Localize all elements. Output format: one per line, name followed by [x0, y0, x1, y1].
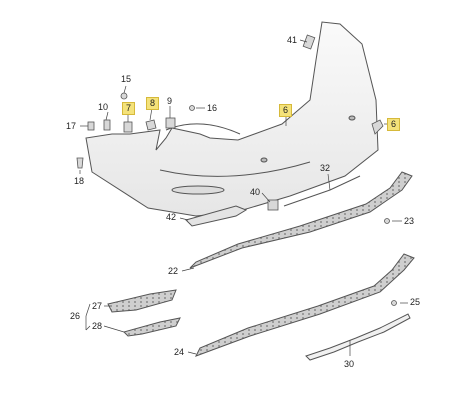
callout-30: 30	[344, 359, 355, 369]
part-27-trim	[107, 289, 177, 313]
part-6-bracket	[371, 119, 384, 135]
part-41-bracket	[302, 34, 316, 50]
part-40-sensor	[267, 199, 279, 211]
part-24-diffuser	[194, 253, 415, 357]
part-9-clip	[165, 117, 176, 129]
callout-23: 23	[404, 216, 415, 226]
rear-bumper-cover	[85, 21, 379, 217]
part-28-trim	[123, 317, 181, 337]
part-22-diffuser	[189, 171, 413, 269]
part-17-clip	[87, 121, 95, 131]
callout-8: 8	[146, 97, 160, 110]
part-42-trim	[185, 205, 248, 227]
part-15-nut	[120, 92, 128, 100]
callout-9: 9	[167, 96, 173, 106]
callout-32: 32	[320, 163, 331, 173]
callout-16: 16	[207, 103, 218, 113]
part-8-bracket	[145, 119, 157, 131]
callout-22: 22	[168, 266, 179, 276]
callout-42: 42	[166, 212, 177, 222]
callout-10: 10	[98, 102, 109, 112]
callout-27: 27	[92, 301, 103, 311]
callout-6-right: 6	[387, 118, 401, 131]
small-parts	[76, 34, 397, 306]
part-18-screw	[76, 157, 84, 169]
part-7-bracket	[123, 121, 133, 133]
trim-parts	[107, 171, 415, 361]
part-10-clip	[103, 119, 111, 131]
part-30-strip	[305, 313, 411, 361]
part-23-screw	[384, 218, 390, 224]
leader-lines	[79, 39, 408, 356]
callout-40: 40	[250, 187, 261, 197]
callout-26: 26	[70, 311, 81, 321]
callout-28: 28	[92, 321, 103, 331]
part-25-screw	[391, 300, 397, 306]
callout-18: 18	[74, 176, 85, 186]
part-16-screw	[189, 105, 195, 111]
callout-24: 24	[174, 347, 185, 357]
callout-7: 7	[122, 102, 136, 115]
callout-6-upper: 6	[279, 104, 293, 117]
callout-41: 41	[287, 35, 298, 45]
callout-17: 17	[66, 121, 77, 131]
callout-25: 25	[410, 297, 421, 307]
callout-15: 15	[121, 74, 132, 84]
